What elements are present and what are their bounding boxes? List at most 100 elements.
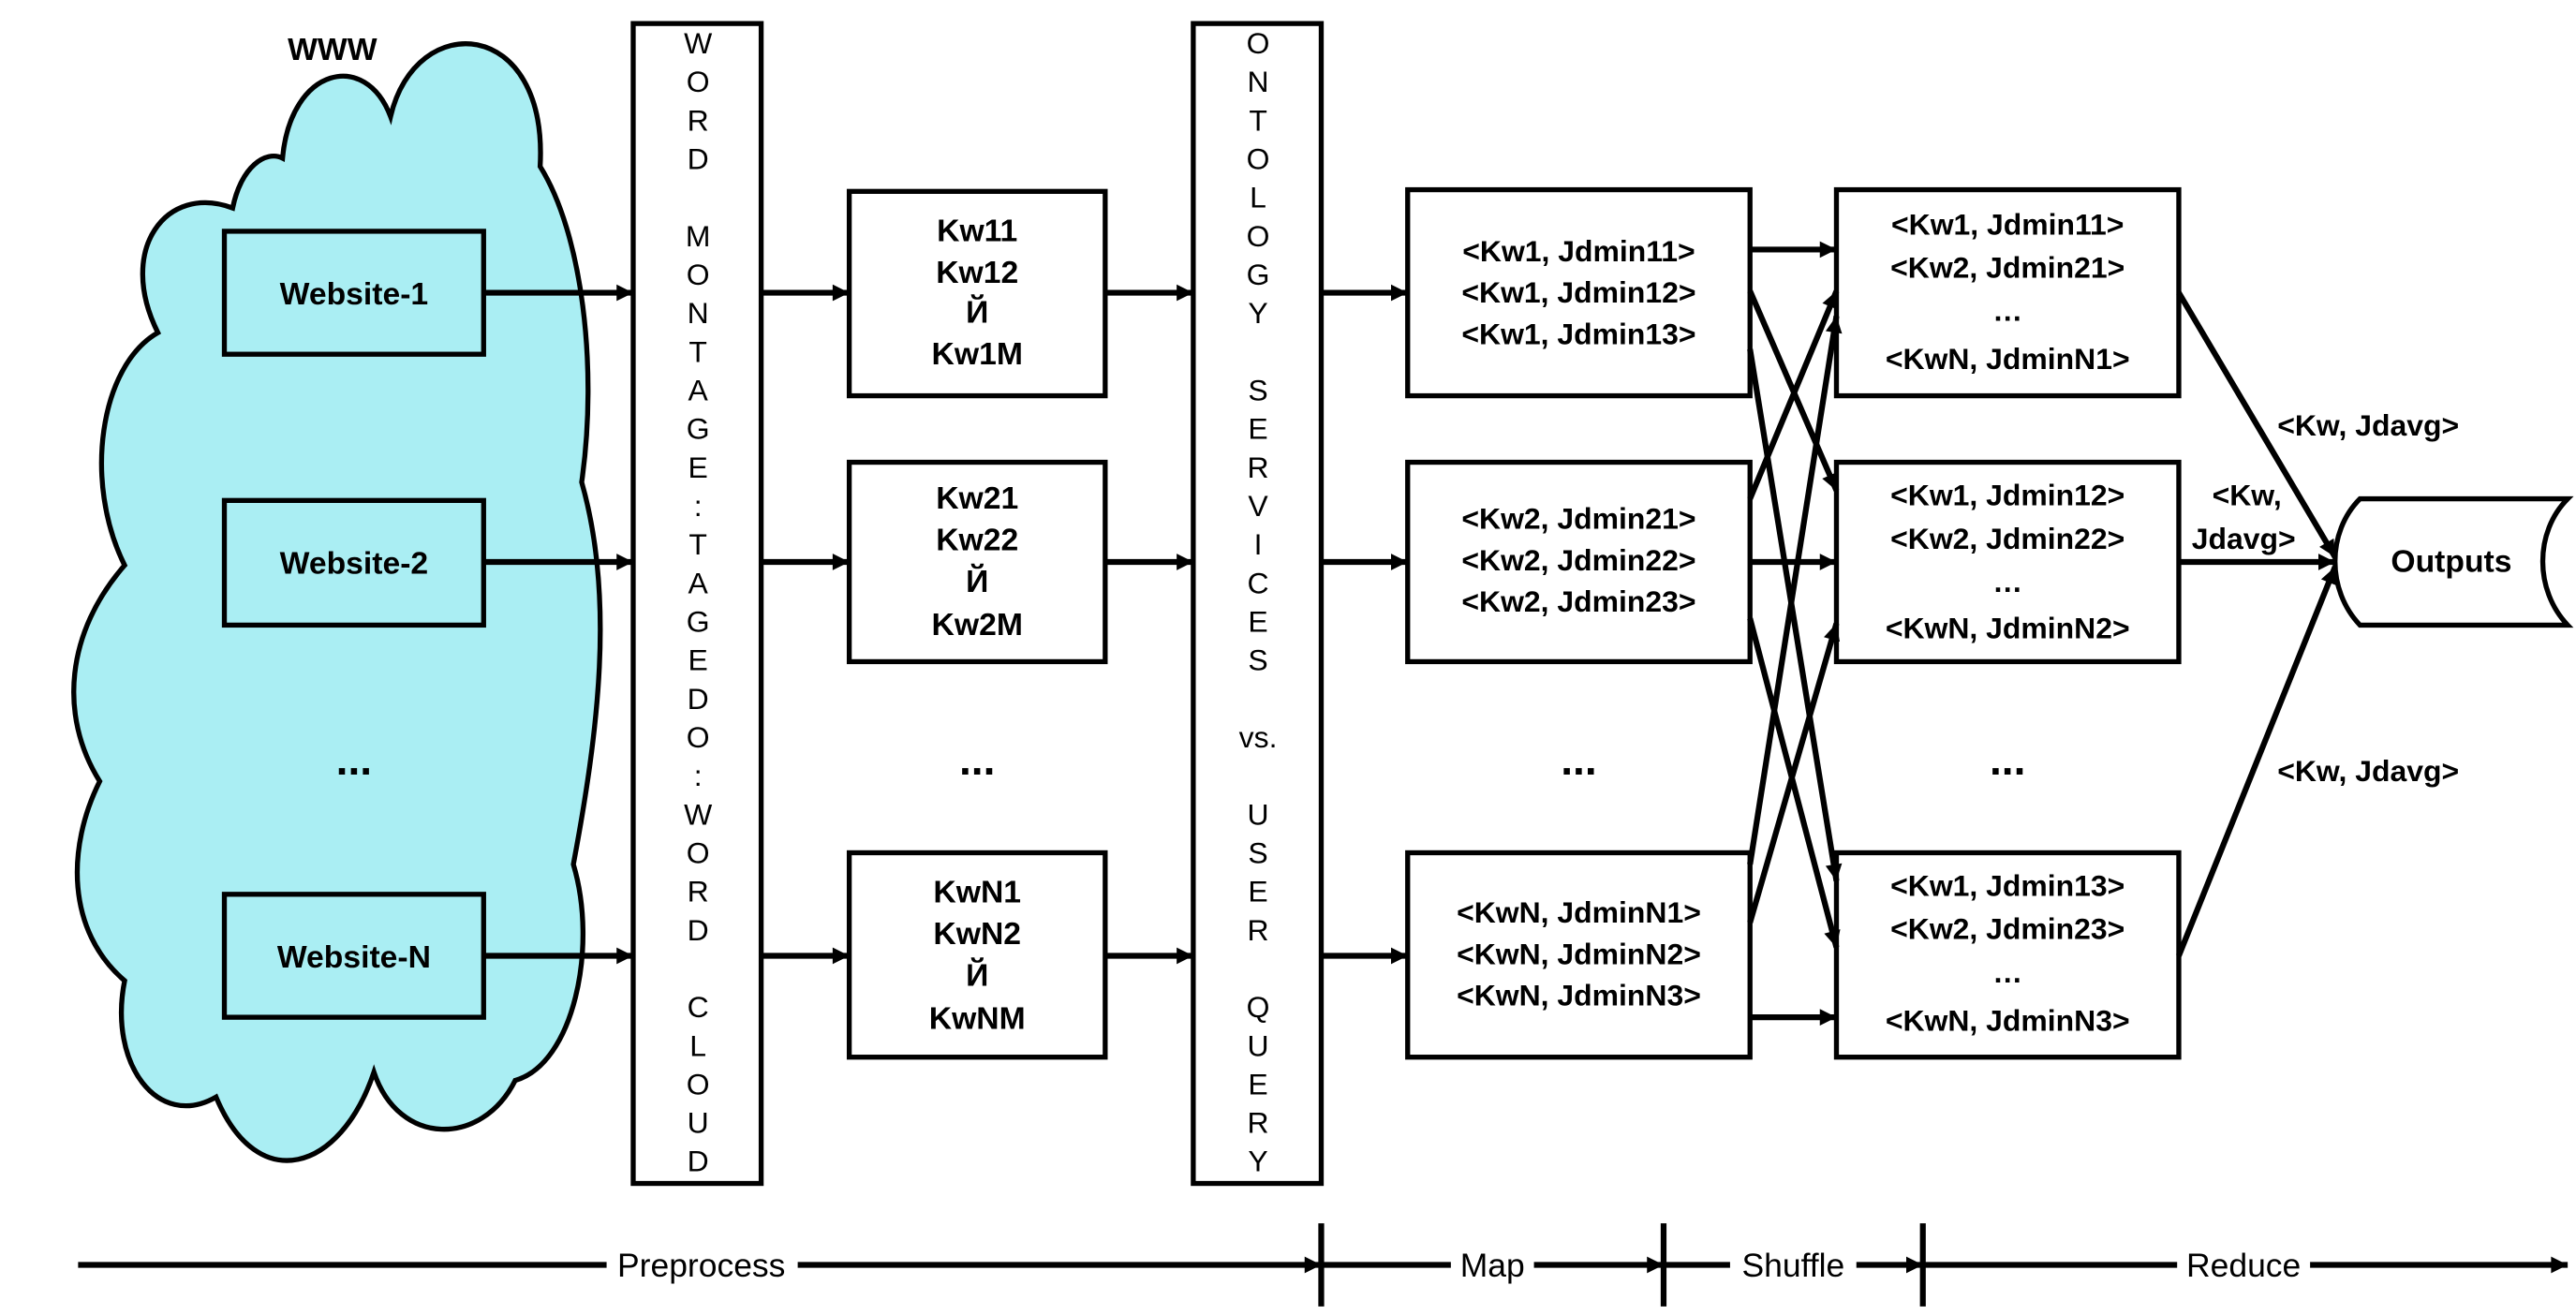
ontology-letter-18: vs. [1239,720,1278,754]
phase-reduce: Reduce [2186,1247,2301,1284]
reduce-ellipsis: ... [1990,735,2025,784]
reduce-2-pair-n: <KwN, JdminN2> [1886,612,2130,645]
reduce-1-pair-1: <Kw1, Jdmin11> [1891,207,2124,241]
reduce-n-pair-n: <KwN, JdminN3> [1886,1003,2130,1037]
keyword-2-m: Kw2M [932,607,1023,643]
ontology-letter-2: T [1249,103,1267,137]
word-cloud-letter-16: E [688,643,708,677]
ontology-letter-26: U [1248,1028,1269,1062]
map-box-n: <KwN, JdminN1> <KwN, JdminN2> <KwN, Jdmi… [1405,850,1753,1060]
reduce-box-1: <Kw1, Jdmin11> <Kw2, Jdmin21> … <KwN, Jd… [1833,186,2182,399]
word-cloud-letter-15: G [687,605,710,639]
reduce-box-2: <Kw1, Jdmin12> <Kw2, Jdmin22> … <KwN, Jd… [1833,459,2182,665]
keyword-box-1: Kw11 Kw12 Й Kw1M [846,188,1108,399]
www-cloud: WWW Website-1 Website-2 ... Website-N [71,32,603,1163]
ontology-letter-29: Y [1248,1145,1267,1178]
ontology-letter-0: O [1247,26,1270,60]
flow-arrows [483,241,2338,1026]
word-cloud-letter-5: M [686,219,711,253]
ontology-letter-9: S [1248,374,1267,407]
word-cloud-letter-2: R [688,103,709,137]
keyword-1-2: Kw12 [936,255,1018,290]
keyword-2-sep: Й [966,563,988,599]
ontology-letter-4: L [1250,181,1266,214]
reduce-1-pair-n: <KwN, JdminN1> [1886,342,2130,376]
reduce-box-n: <Kw1, Jdmin13> <Kw2, Jdmin23> … <KwN, Jd… [1833,850,2182,1060]
keyword-n-1: KwN1 [933,875,1021,910]
word-cloud-letter-26: L [689,1028,706,1062]
website-1-label: Website-1 [280,276,429,312]
word-cloud-letter-20: W [684,797,713,831]
reduce-2-output-label-line1: <Kw, [2213,479,2282,512]
reduce-1-dots: … [1992,294,2022,328]
reduce-2-output-label-line2: Jdavg> [2192,522,2296,555]
ontology-letter-1: N [1248,65,1269,98]
ontology-letter-23: R [1248,913,1269,947]
reduce-n-pair-2: <Kw2, Jdmin23> [1890,912,2124,946]
word-cloud-letter-22: R [688,875,709,909]
word-cloud-letter-10: G [687,412,710,446]
keyword-2-1: Kw21 [936,480,1018,516]
website-n-label: Website-N [277,939,431,975]
websites-ellipsis: ... [336,735,372,784]
ontology-letter-11: R [1248,451,1269,484]
word-cloud-letter-23: D [688,913,709,947]
ontology-letter-13: I [1254,527,1263,561]
word-cloud-letter-1: O [687,65,710,98]
ontology-letter-14: C [1248,566,1269,599]
keyword-1-sep: Й [966,294,988,331]
reduce-1-pair-2: <Kw2, Jdmin21> [1890,251,2124,285]
ontology-letter-22: E [1248,875,1267,909]
map-box-2: <Kw2, Jdmin21> <Kw2, Jdmin22> <Kw2, Jdmi… [1405,459,1753,665]
word-cloud-letter-14: A [688,566,709,599]
word-cloud-letter-11: E [688,451,708,484]
word-cloud-letter-13: T [688,527,707,561]
map-box-1: <Kw1, Jdmin11> <Kw1, Jdmin12> <Kw1, Jdmi… [1405,186,1753,399]
reduce-1-output-label: <Kw, Jdavg> [2277,408,2459,442]
www-label: WWW [288,32,378,67]
reduce-2-pair-2: <Kw2, Jdmin22> [1890,522,2124,555]
ontology-letter-20: U [1248,797,1269,831]
map-1-pair-3: <Kw1, Jdmin13> [1461,318,1695,351]
keyword-ellipsis: ... [959,735,995,784]
keyword-1-1: Kw11 [937,214,1017,249]
keyword-box-n: KwN1 KwN2 Й KwNM [846,850,1108,1060]
word-cloud-letter-17: D [688,682,709,716]
word-cloud-letter-18: O [687,720,710,754]
map-n-pair-3: <KwN, JdminN3> [1457,979,1701,1012]
outputs-storage: Outputs [2332,495,2574,628]
keyword-box-2: Kw21 Kw22 Й Kw2M [846,459,1108,665]
reduce-n-pair-1: <Kw1, Jdmin13> [1890,869,2124,903]
word-cloud-letter-12: : [694,489,703,523]
ontology-letter-15: E [1248,605,1267,639]
phase-preprocess: Preprocess [617,1247,785,1284]
map-2-pair-1: <Kw2, Jdmin21> [1461,502,1695,536]
map-ellipsis: ... [1561,735,1596,784]
word-cloud-letter-27: O [687,1067,710,1101]
ontology-letter-28: R [1248,1106,1269,1140]
word-cloud-letter-0: W [684,26,713,60]
word-cloud-letter-29: D [688,1145,709,1178]
outputs-label: Outputs [2391,544,2511,580]
website-2-label: Website-2 [280,545,429,581]
keyword-n-2: KwN2 [933,916,1021,952]
word-cloud-letter-21: O [687,835,710,869]
word-cloud-letter-7: N [688,296,709,330]
map-1-pair-2: <Kw1, Jdmin12> [1461,275,1695,309]
ontology-letter-21: S [1248,835,1267,869]
word-cloud-letter-8: T [688,334,707,368]
website-1-box: Website-1 [221,229,486,357]
word-cloud-letter-3: D [688,142,709,176]
ontology-letter-3: O [1247,142,1270,176]
ontology-letter-7: Y [1248,296,1267,330]
keyword-1-m: Kw1M [932,336,1023,372]
keyword-n-m: KwNM [929,1001,1026,1037]
ontology-letter-12: V [1248,489,1268,523]
map-2-pair-2: <Kw2, Jdmin22> [1461,543,1695,577]
website-n-box: Website-N [221,892,486,1020]
